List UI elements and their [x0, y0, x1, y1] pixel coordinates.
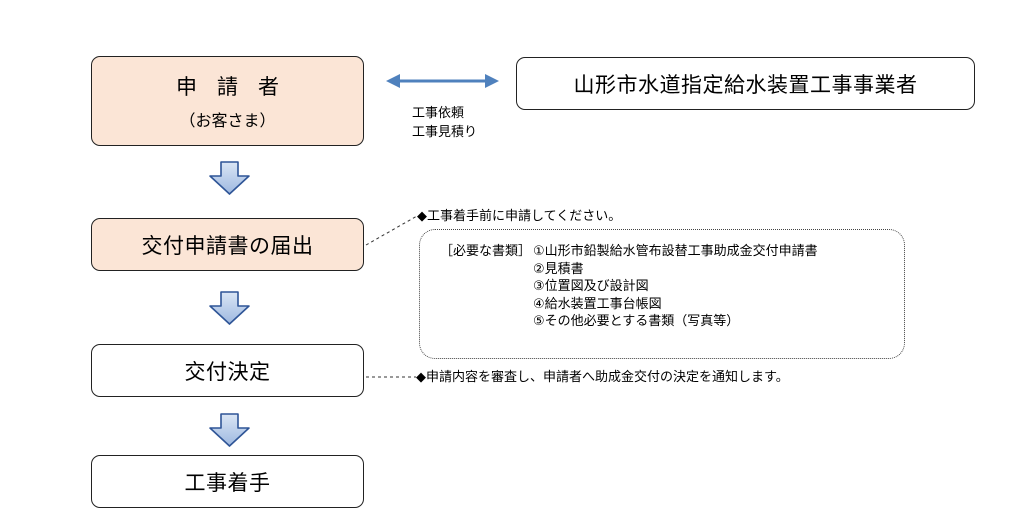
- step-application-box: 交付申請書の届出: [91, 218, 364, 271]
- step-application-label: 交付申請書の届出: [141, 233, 314, 258]
- contractor-box: 山形市水道指定給水装置工事事業者: [516, 57, 975, 110]
- step-start-label: 工事着手: [184, 470, 271, 495]
- required-doc-item: ⑤その他必要とする書類（写真等）: [533, 314, 740, 329]
- required-documents-box: [419, 229, 905, 359]
- exchange-labels: 工事依頼 工事見積り: [412, 104, 477, 142]
- note-apply-before-construction: ◆工事着手前に申請してください。: [417, 209, 622, 224]
- leader-line-application: [365, 215, 418, 246]
- down-arrow-1: [209, 161, 250, 195]
- required-doc-item: ③位置図及び設計図: [533, 279, 649, 294]
- required-documents-list: ①山形市鉛製給水管布設替工事助成金交付申請書 ②見積書 ③位置図及び設計図 ④給…: [533, 243, 818, 331]
- step-start-box: 工事着手: [91, 455, 364, 508]
- contractor-title: 山形市水道指定給水装置工事事業者: [573, 72, 918, 97]
- note-decision-notification: ◆申請内容を審査し、申請者へ助成金交付の決定を通知します。: [416, 370, 789, 385]
- required-documents-heading: ［必要な書類］: [440, 244, 532, 259]
- required-doc-item: ①山形市鉛製給水管布設替工事助成金交付申請書: [533, 244, 818, 259]
- required-doc-item: ④給水装置工事台帳図: [533, 296, 662, 312]
- label-construction-request: 工事依頼: [412, 106, 465, 121]
- label-construction-estimate: 工事見積り: [412, 125, 478, 140]
- down-arrow-2: [209, 291, 250, 325]
- applicant-box: 申請者 （お客さま）: [91, 56, 364, 146]
- applicant-title: 申請者: [176, 75, 299, 99]
- step-decision-label: 交付決定: [184, 359, 271, 384]
- required-doc-item: ②見積書: [533, 261, 584, 277]
- applicant-subtitle: （お客さま）: [179, 111, 276, 130]
- bidirectional-arrow: [386, 74, 499, 88]
- step-decision-box: 交付決定: [91, 344, 364, 397]
- down-arrow-3: [209, 413, 250, 447]
